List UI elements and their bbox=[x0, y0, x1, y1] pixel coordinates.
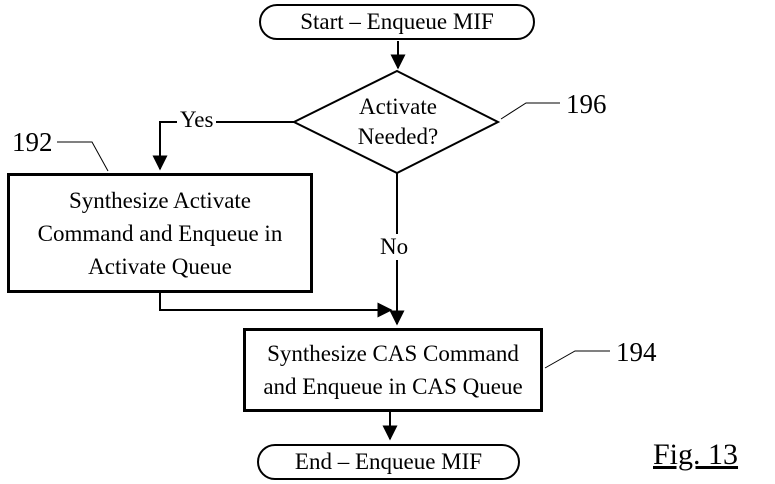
no-branch-label: No bbox=[377, 234, 412, 260]
leader-line-196 bbox=[500, 102, 560, 120]
arrow-activate-to-join bbox=[159, 293, 393, 318]
activate-box-line2: Command and Enqueue in bbox=[37, 220, 283, 246]
cas-box-line2: and Enqueue in CAS Queue bbox=[263, 374, 523, 399]
yes-branch-label: Yes bbox=[177, 107, 217, 133]
activate-process-box: Synthesize Activate Command and Enqueue … bbox=[7, 173, 313, 293]
end-terminal-label: End – Enqueue MIF bbox=[294, 449, 483, 475]
ref-label-192: 192 bbox=[12, 127, 53, 157]
decision-label-line1: Activate bbox=[359, 94, 437, 119]
arrow-yes-branch bbox=[152, 121, 294, 171]
start-terminal: Start – Enqueue MIF bbox=[259, 4, 535, 40]
activate-box-line3: Activate Queue bbox=[88, 253, 232, 279]
leader-line-194 bbox=[544, 350, 610, 369]
ref-label-194: 194 bbox=[616, 337, 657, 367]
end-terminal: End – Enqueue MIF bbox=[257, 444, 520, 480]
activate-box-line1: Synthesize Activate bbox=[68, 187, 252, 213]
figure-caption: Fig. 13 bbox=[653, 438, 739, 471]
cas-process-box: Synthesize CAS Command and Enqueue in CA… bbox=[243, 328, 543, 412]
leader-line-192 bbox=[57, 141, 109, 172]
cas-box-line1: Synthesize CAS Command bbox=[267, 341, 519, 366]
decision-label-line2: Needed? bbox=[357, 124, 439, 149]
decision-node: Activate Needed? bbox=[326, 90, 470, 154]
start-terminal-label: Start – Enqueue MIF bbox=[300, 9, 494, 35]
ref-label-196: 196 bbox=[566, 89, 607, 119]
